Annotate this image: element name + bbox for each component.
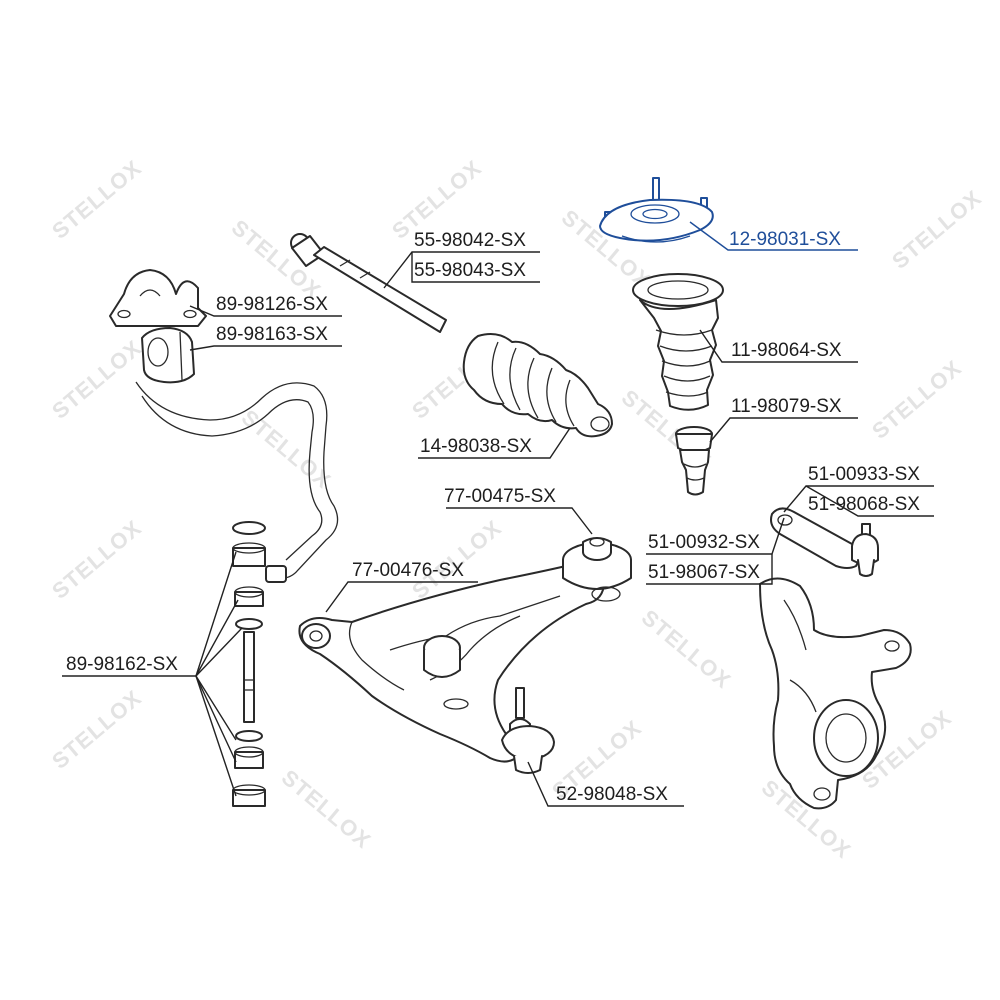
dust-boot-part[interactable] — [632, 273, 724, 411]
watermark: STELLOX — [867, 355, 966, 444]
label-11-98064-sx[interactable]: 11-98064-SX — [731, 340, 842, 361]
tie-rod-end-part[interactable] — [770, 507, 879, 577]
label-51-98067-sx[interactable]: 51-98067-SX — [648, 562, 760, 583]
part-labels: 12-98031-SX 55-98042-SX 55-98043-SX 89-9… — [66, 229, 920, 805]
watermark: STELLOX — [237, 405, 336, 494]
label-89-98163-sx[interactable]: 89-98163-SX — [216, 324, 328, 345]
watermark: STELLOX — [47, 515, 146, 604]
watermark: STELLOX — [47, 155, 146, 244]
stabilizer-bar-part[interactable] — [135, 381, 339, 583]
lower-control-arm-part[interactable] — [298, 565, 605, 763]
ball-joint-part[interactable] — [501, 687, 555, 774]
label-51-98068-sx[interactable]: 51-98068-SX — [808, 494, 920, 515]
label-12-98031-sx[interactable]: 12-98031-SX — [729, 229, 841, 250]
steering-knuckle-part[interactable] — [759, 577, 912, 810]
label-77-00476-sx[interactable]: 77-00476-SX — [352, 560, 464, 581]
leader-lines — [62, 221, 934, 807]
label-89-98126-sx[interactable]: 89-98126-SX — [216, 294, 328, 315]
strut-mount-part[interactable] — [599, 177, 714, 243]
stabilizer-link-part[interactable] — [232, 521, 266, 807]
inner-tie-rod-part[interactable] — [290, 233, 447, 333]
watermark: STELLOX — [47, 335, 146, 424]
stabilizer-bushing-part[interactable] — [141, 327, 195, 384]
label-51-00932-sx[interactable]: 51-00932-SX — [648, 532, 760, 553]
label-89-98162-sx[interactable]: 89-98162-SX — [66, 654, 178, 675]
label-14-98038-sx[interactable]: 14-98038-SX — [420, 436, 532, 457]
watermark: STELLOX — [887, 185, 986, 274]
watermark: STELLOX — [47, 685, 146, 774]
label-55-98042-sx[interactable]: 55-98042-SX — [414, 230, 526, 251]
watermark: STELLOX — [637, 605, 736, 694]
stabilizer-bracket-part[interactable] — [109, 269, 207, 327]
control-arm-bushing-part[interactable] — [562, 537, 632, 602]
steering-boot-part[interactable] — [462, 333, 613, 438]
label-55-98043-sx[interactable]: 55-98043-SX — [414, 260, 526, 281]
label-77-00475-sx[interactable]: 77-00475-SX — [444, 486, 556, 507]
label-52-98048-sx[interactable]: 52-98048-SX — [556, 784, 668, 805]
label-51-00933-sx[interactable]: 51-00933-SX — [808, 464, 920, 485]
watermark: STELLOX — [277, 765, 376, 854]
label-11-98079-sx[interactable]: 11-98079-SX — [731, 396, 842, 417]
bump-stop-part[interactable] — [675, 426, 713, 496]
